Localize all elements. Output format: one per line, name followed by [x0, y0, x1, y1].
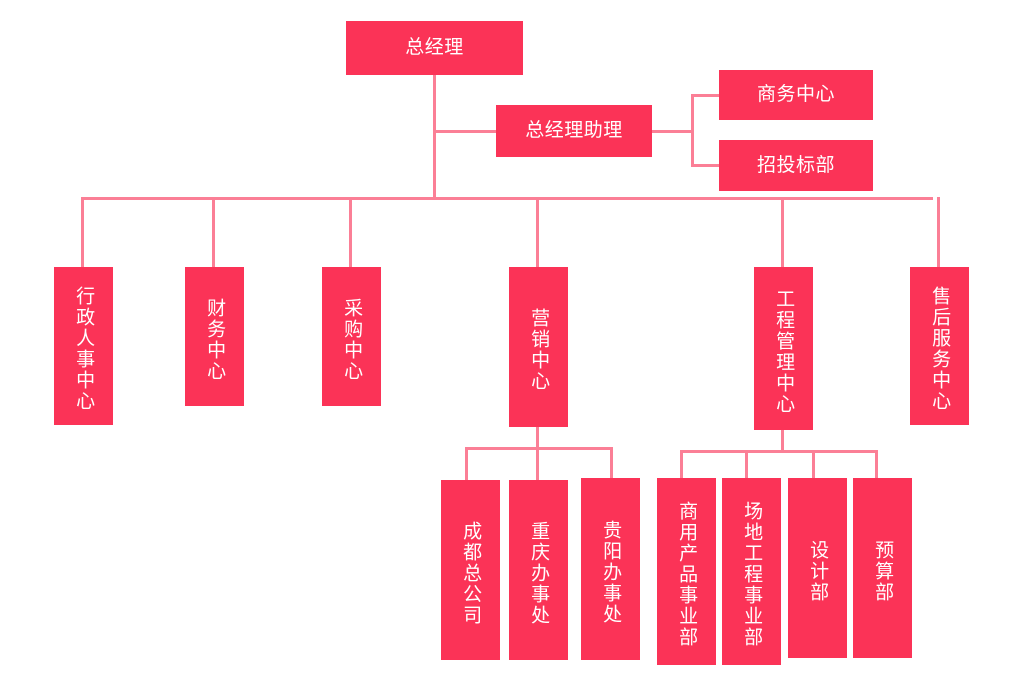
node-finance-center[interactable]: 财务中心	[185, 267, 244, 406]
node-label: 场地工程事业部	[741, 501, 763, 648]
connector-drop-site-engineering	[745, 450, 748, 478]
connector-marketing-bus	[465, 447, 613, 450]
connector-drop-chongqing	[536, 447, 539, 480]
connector-drop-admin-hr	[81, 197, 84, 267]
node-label: 财务中心	[204, 297, 226, 382]
connector-drop-marketing	[536, 197, 539, 267]
connector-gm-to-assistant	[433, 130, 497, 133]
connector-gm-stem	[433, 75, 436, 199]
node-site-engineering-div[interactable]: 场地工程事业部	[722, 478, 781, 665]
node-label: 成都总公司	[460, 520, 482, 626]
connector-drop-guiyang	[610, 447, 613, 480]
node-admin-hr-center[interactable]: 行政人事中心	[54, 267, 113, 425]
node-label: 招投标部	[756, 154, 835, 176]
node-label: 预算部	[872, 539, 894, 603]
node-label: 总经理	[405, 37, 464, 59]
connector-main-bus	[81, 197, 933, 200]
node-label: 行政人事中心	[73, 286, 95, 412]
connector-drop-after-sales	[937, 197, 940, 267]
node-label: 工程管理中心	[773, 288, 795, 415]
connector-assistant-bracket	[691, 94, 694, 166]
connector-drop-finance	[212, 197, 215, 267]
connector-to-business-center	[691, 94, 721, 97]
connector-drop-chengdu	[465, 447, 468, 480]
connector-marketing-stem	[536, 427, 539, 449]
connector-engineering-bus	[680, 450, 878, 453]
connector-to-bidding-dept	[691, 164, 721, 167]
node-business-center[interactable]: 商务中心	[719, 70, 873, 120]
node-label: 商务中心	[756, 84, 835, 106]
node-after-sales-center[interactable]: 售后服务中心	[910, 267, 969, 425]
node-chongqing-office[interactable]: 重庆办事处	[509, 480, 568, 660]
node-label: 采购中心	[341, 297, 363, 382]
node-label: 重庆办事处	[528, 520, 550, 626]
connector-drop-budget	[875, 450, 878, 478]
node-budget-dept[interactable]: 预算部	[853, 478, 912, 658]
node-guiyang-office[interactable]: 贵阳办事处	[581, 478, 640, 660]
connector-drop-design	[812, 450, 815, 478]
node-label: 营销中心	[528, 308, 550, 392]
node-label: 总经理助理	[525, 120, 623, 142]
node-label: 设计部	[807, 539, 829, 603]
node-label: 售后服务中心	[929, 286, 951, 412]
node-chengdu-head-office[interactable]: 成都总公司	[441, 480, 500, 660]
node-bidding-dept[interactable]: 招投标部	[719, 140, 873, 191]
node-label: 商用产品事业部	[676, 501, 698, 648]
node-marketing-center[interactable]: 营销中心	[509, 267, 568, 427]
connector-drop-commercial-product	[680, 450, 683, 478]
node-procurement-center[interactable]: 采购中心	[322, 267, 381, 406]
node-commercial-product-div[interactable]: 商用产品事业部	[657, 478, 716, 665]
connector-engineering-stem	[781, 430, 784, 452]
connector-drop-engineering	[781, 197, 784, 267]
node-design-dept[interactable]: 设计部	[788, 478, 847, 658]
node-engineering-mgmt-center[interactable]: 工程管理中心	[754, 267, 813, 430]
connector-assistant-stub	[651, 130, 693, 133]
connector-drop-procurement	[349, 197, 352, 267]
node-label: 贵阳办事处	[600, 519, 622, 625]
node-general-manager[interactable]: 总经理	[346, 21, 523, 75]
node-gm-assistant[interactable]: 总经理助理	[496, 105, 652, 157]
